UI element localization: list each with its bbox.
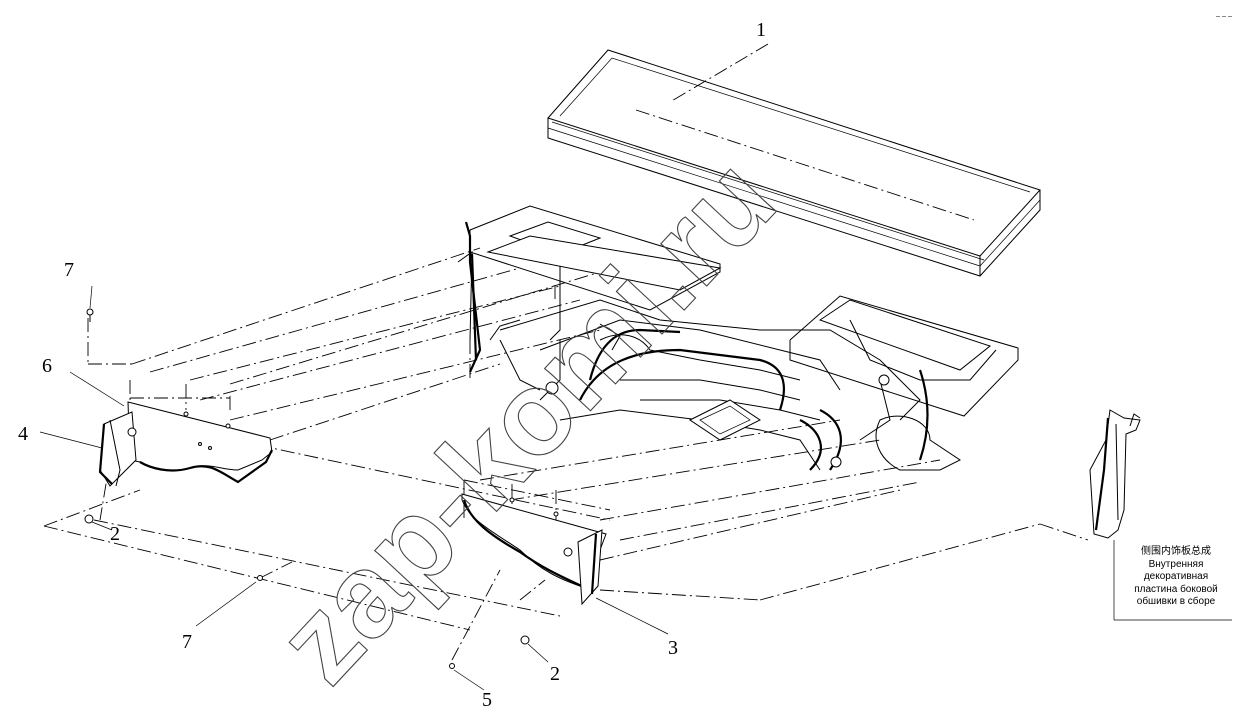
callout-5: 5 [482,689,492,711]
callout-7-lower: 7 [182,631,192,653]
leader-lines [39,285,669,691]
annotation-ru-line-3: пластина боковой [1134,583,1218,595]
callout-1: 1 [756,19,766,41]
side-trim-assembly [1089,409,1232,621]
part-1-panel [547,49,1041,277]
callout-3: 3 [668,637,678,659]
clip-7-upper [86,308,94,316]
clip-5 [449,663,455,669]
bolt-2-left [84,514,94,524]
annotation-ru-line-2: декоративная [1143,571,1209,582]
right-side-panel [461,493,607,606]
callout-4: 4 [18,423,28,445]
left-side-panel [98,401,273,487]
callout-6: 6 [42,355,52,377]
annotation-ru-line-4: обшивки в сборе [1136,596,1216,607]
annotation-ru-line-1: Внутренняя [1148,558,1204,570]
bolt-2-right [520,635,530,645]
callout-2-right: 2 [550,663,560,685]
fasteners [84,308,530,669]
callout-7-upper: 7 [64,259,74,281]
side-trim-annotation: 侧围内饰板总成 Внутренняя декоративная пластина… [1118,546,1234,609]
floor-structure [457,205,1019,471]
corner-mark [1216,4,1236,17]
clip-7-lower [257,575,263,581]
callout-labels: 1 7 6 4 2 7 5 2 3 [18,19,766,711]
annotation-chinese: 侧围内饰板总成 [1141,546,1211,557]
callout-2-left: 2 [110,523,120,545]
